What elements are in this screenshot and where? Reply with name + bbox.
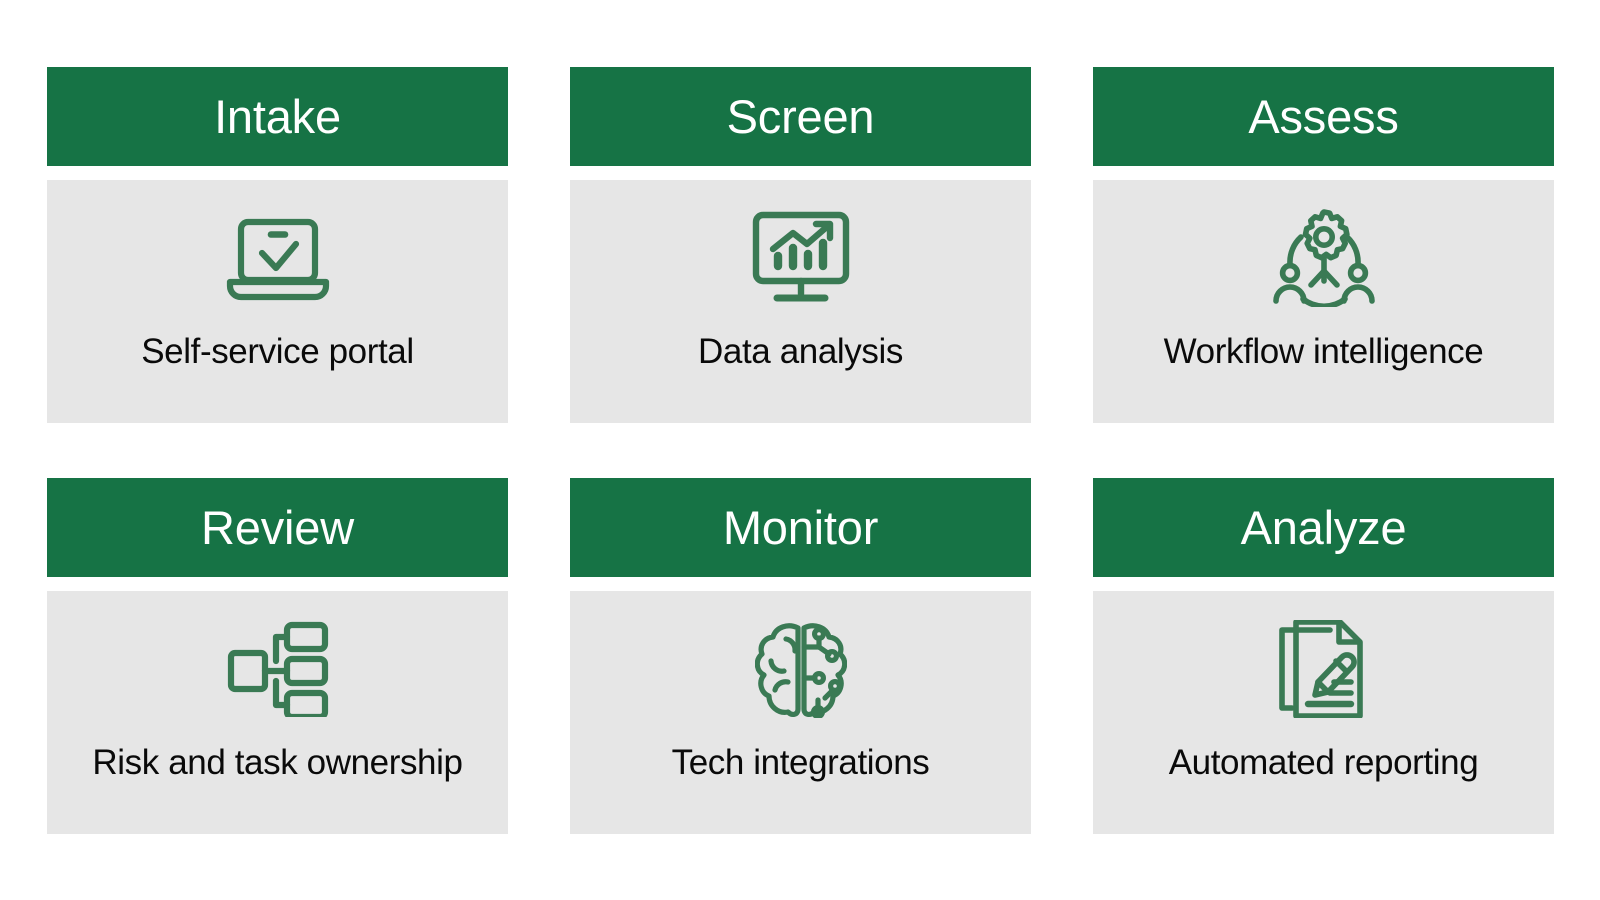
stage-caption: Automated reporting xyxy=(1168,743,1479,782)
stage-title: Review xyxy=(201,501,354,554)
ai-brain-circuit-icon xyxy=(741,617,861,721)
collaboration-gear-network-icon xyxy=(1264,206,1384,310)
stage-card-body: Automated reporting xyxy=(1093,591,1554,834)
stage-card-header: Monitor xyxy=(570,478,1031,577)
stage-caption: Data analysis xyxy=(698,332,903,371)
stage-card-analyze[interactable]: Analyze xyxy=(1093,478,1554,834)
stage-card-header: Assess xyxy=(1093,67,1554,166)
stage-card-grid: Intake Self-service portal Screen xyxy=(47,67,1554,834)
stage-card-intake[interactable]: Intake Self-service portal xyxy=(47,67,508,423)
stage-card-assess[interactable]: Assess xyxy=(1093,67,1554,423)
stage-caption: Risk and task ownership xyxy=(92,743,463,782)
stage-card-body: Workflow intelligence xyxy=(1093,180,1554,423)
stage-caption: Tech integrations xyxy=(671,743,930,782)
stage-card-header: Screen xyxy=(570,67,1031,166)
org-chart-hierarchy-icon xyxy=(218,617,338,721)
stage-caption: Self-service portal xyxy=(141,332,414,371)
stage-card-header: Review xyxy=(47,478,508,577)
stage-card-body: Data analysis xyxy=(570,180,1031,423)
stage-title: Assess xyxy=(1248,90,1399,143)
stage-card-review[interactable]: Review Risk and task ownership xyxy=(47,478,508,834)
stage-title: Intake xyxy=(214,90,341,143)
documents-pencil-report-icon xyxy=(1264,617,1384,721)
stage-title: Screen xyxy=(726,90,875,143)
stage-card-body: Self-service portal xyxy=(47,180,508,423)
stage-card-body: Risk and task ownership xyxy=(47,591,508,834)
monitor-bar-chart-growth-icon xyxy=(741,206,861,310)
stage-card-body: Tech integrations xyxy=(570,591,1031,834)
stage-card-header: Intake xyxy=(47,67,508,166)
stage-title: Monitor xyxy=(722,501,879,554)
stage-title: Analyze xyxy=(1240,501,1407,554)
stage-card-screen[interactable]: Screen Data analysis xyxy=(570,67,1031,423)
stage-caption: Workflow intelligence xyxy=(1163,332,1484,371)
stage-card-header: Analyze xyxy=(1093,478,1554,577)
laptop-check-icon xyxy=(218,206,338,310)
stage-card-monitor[interactable]: Monitor xyxy=(570,478,1031,834)
